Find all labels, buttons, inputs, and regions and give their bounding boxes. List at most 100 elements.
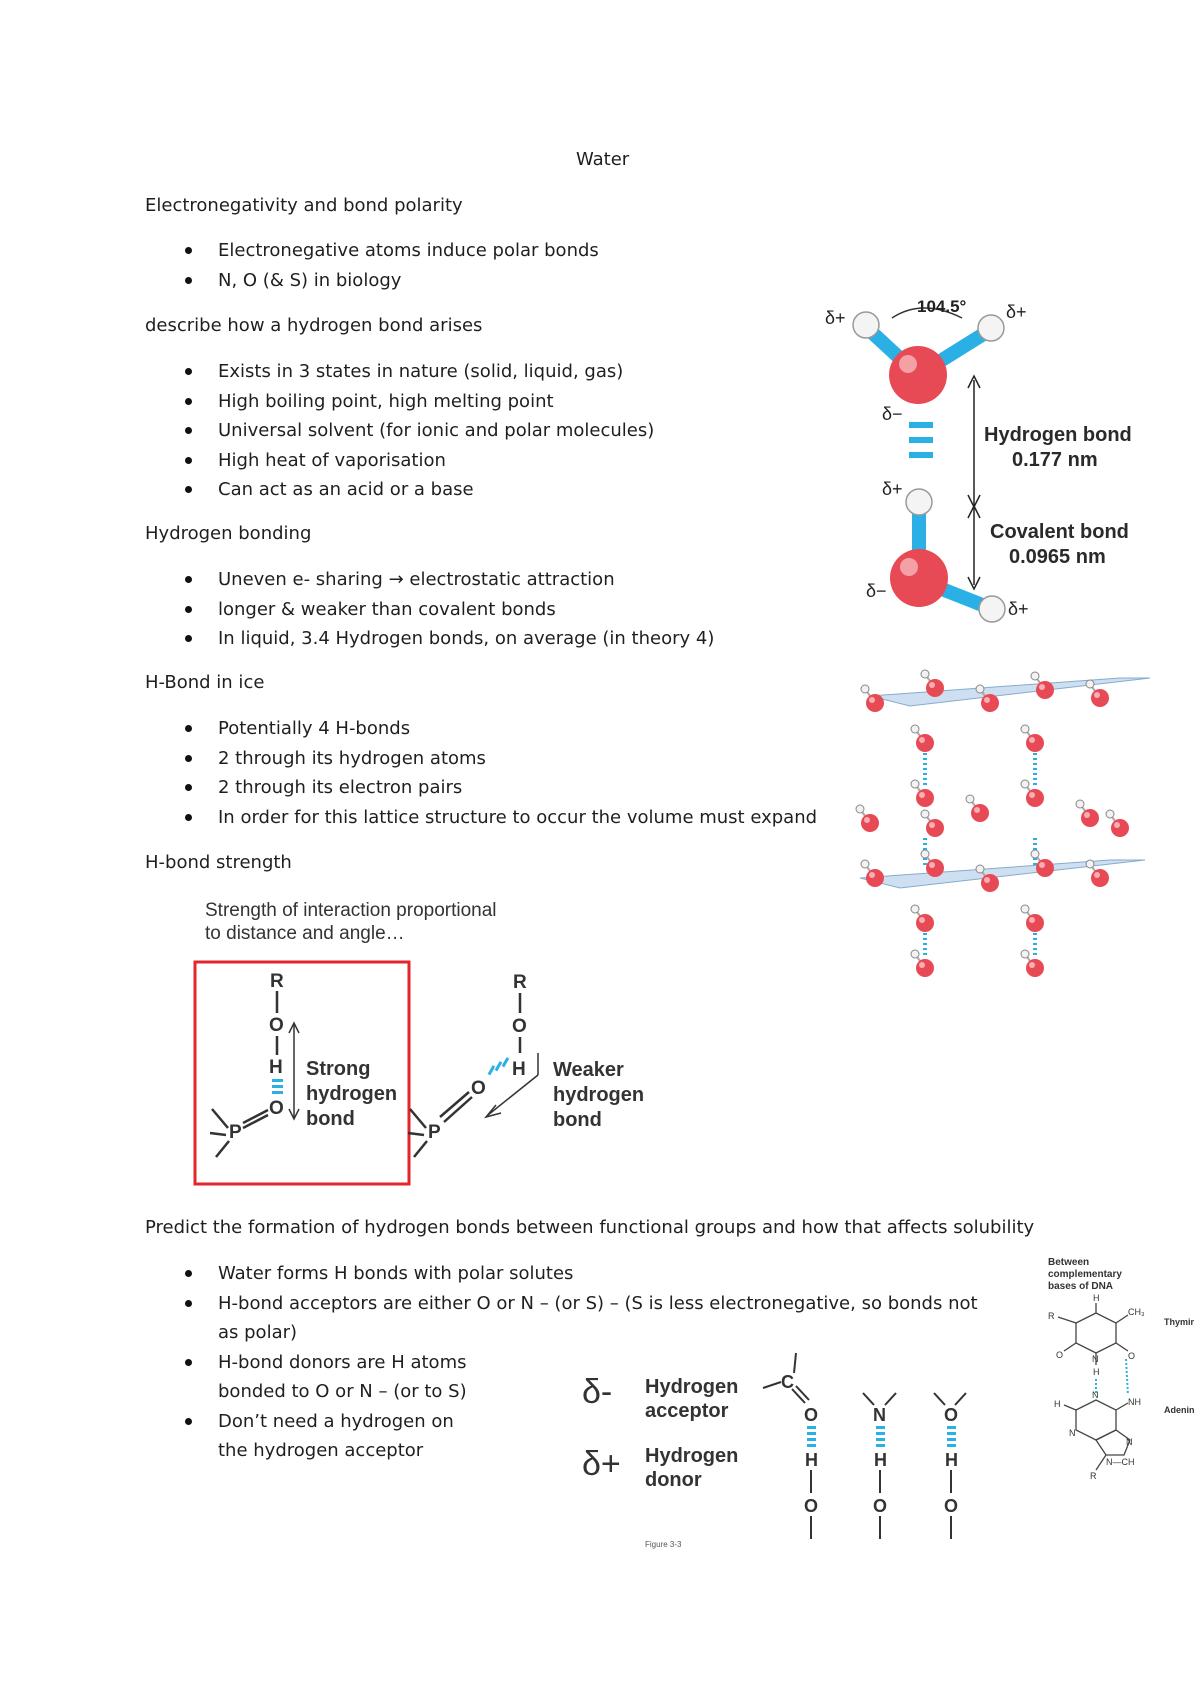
hydrogen-atom — [1020, 724, 1030, 734]
hydrogen-bond-dash — [909, 437, 933, 443]
hydrogen-atom — [975, 684, 985, 694]
oxygen-highlight — [919, 737, 925, 743]
covalent-label: Covalent bond — [990, 521, 1129, 543]
atom-label: H — [512, 1059, 526, 1080]
figure-number-label: Figure 3-3 — [645, 1540, 682, 1549]
hydrogen-atom — [920, 809, 930, 819]
list-item: H-bond donors are H atoms bonded to O or… — [145, 1348, 488, 1407]
page-title: Water — [576, 149, 630, 170]
list-item: High boiling point, high melting point — [145, 387, 654, 417]
atom-label: C — [781, 1372, 794, 1392]
section-heading-electronegativity: Electronegativity and bond polarity — [145, 195, 463, 216]
oxygen-highlight — [869, 872, 875, 878]
dna-caption: Between — [1048, 1257, 1089, 1268]
covalent-length: 0.0965 nm — [1009, 546, 1106, 568]
bullet-list-electronegativity: Electronegative atoms induce polar bonds… — [145, 236, 599, 295]
section-heading-hydrogen-bonding: Hydrogen bonding — [145, 523, 312, 544]
bullet-list-water-properties: Exists in 3 states in nature (solid, liq… — [145, 357, 654, 505]
atom-label: O — [873, 1496, 887, 1516]
hydrogen-atom — [860, 859, 870, 869]
delta-plus-label: δ+ — [1008, 599, 1029, 619]
list-item: N, O (& S) in biology — [145, 266, 599, 296]
atom-label: CH₃ — [1128, 1307, 1145, 1317]
atom-label: O — [804, 1496, 818, 1516]
atom-label: H — [1093, 1367, 1100, 1377]
oxygen-highlight — [864, 817, 870, 823]
hydrogen-bond-dash — [909, 422, 933, 428]
hydrogen-atom — [852, 311, 880, 339]
atom-label: N — [1069, 1428, 1076, 1438]
oxygen-highlight — [919, 917, 925, 923]
oxygen-atom — [981, 694, 999, 712]
oxygen-highlight — [929, 682, 935, 688]
angle-arc — [891, 307, 963, 319]
oxygen-atom — [1111, 819, 1129, 837]
list-item: Universal solvent (for ionic and polar m… — [145, 416, 654, 446]
list-item: Potentially 4 H-bonds — [145, 714, 817, 744]
strong-label: bond — [306, 1108, 355, 1130]
oxygen-atom — [889, 346, 947, 404]
oxygen-highlight — [984, 697, 990, 703]
oxygen-atom — [1036, 681, 1054, 699]
hydrogen-atom — [910, 779, 920, 789]
atom-label: H — [945, 1450, 958, 1470]
hydrogen-bond-dash — [1125, 1358, 1129, 1396]
oxygen-atom — [1026, 914, 1044, 932]
oxygen-highlight — [1029, 917, 1035, 923]
hydrogen-atom — [920, 849, 930, 859]
bullet-list-solubility: Water forms H bonds with polar solutes H… — [145, 1259, 998, 1466]
oxygen-atom — [1081, 809, 1099, 827]
atom-label: H — [1093, 1293, 1100, 1303]
oxygen-atom — [916, 789, 934, 807]
hydrogen-atom — [977, 314, 1005, 342]
oxygen-highlight — [974, 807, 980, 813]
atom-label: O — [944, 1405, 958, 1425]
bullet-list-hydrogen-bonding: Uneven e- sharing → electrostatic attrac… — [145, 565, 714, 654]
oxygen-highlight — [1029, 792, 1035, 798]
hydrogen-atom — [1030, 849, 1040, 859]
list-item: 2 through its electron pairs — [145, 773, 817, 803]
hydrogen-atom — [975, 864, 985, 874]
section-heading-hydrogen-bond-arises: describe how a hydrogen bond arises — [145, 315, 483, 336]
oxygen-highlight — [1039, 862, 1045, 868]
atom-label: O — [944, 1496, 958, 1516]
atom-label: O — [471, 1078, 486, 1099]
atom-label: O — [269, 1098, 284, 1119]
oxygen-highlight — [1029, 737, 1035, 743]
oxygen-atom — [971, 804, 989, 822]
oxygen-highlight — [1039, 684, 1045, 690]
oxygen-highlight — [1114, 822, 1120, 828]
list-item: High heat of vaporisation — [145, 446, 654, 476]
atom-label: H — [269, 1057, 283, 1078]
hydrogen-atom — [855, 804, 865, 814]
hydrogen-atom — [1075, 799, 1085, 809]
atom-label: P — [229, 1122, 242, 1143]
atom-label: O — [269, 1015, 284, 1036]
hbond-dashes — [807, 1426, 816, 1447]
delta-plus-label: δ+ — [1006, 302, 1027, 322]
atom-label: N — [1126, 1437, 1133, 1447]
oxygen-highlight — [1029, 962, 1035, 968]
list-item: Don’t need a hydrogen on the hydrogen ac… — [145, 1407, 488, 1466]
oxygen-highlight — [929, 862, 935, 868]
delta-plus-symbol: δ+ — [582, 1445, 621, 1483]
adenine-label: Adenine — [1164, 1405, 1194, 1415]
hydrogen-atom — [910, 904, 920, 914]
hydrogen-atom — [910, 724, 920, 734]
atom-label: H — [805, 1450, 818, 1470]
list-item: longer & weaker than covalent bonds — [145, 595, 714, 625]
hbond-dashes — [947, 1426, 956, 1447]
atom-label: NH — [1128, 1397, 1141, 1407]
section-heading-hbond-strength: H-bond strength — [145, 852, 292, 873]
list-item: 2 through its hydrogen atoms — [145, 744, 817, 774]
acceptor-label: Hydrogen — [645, 1376, 738, 1398]
strength-caption-line1: Strength of interaction proportional — [205, 900, 497, 921]
delta-plus-label: δ+ — [882, 479, 903, 499]
thymine-ring — [1057, 1303, 1129, 1365]
oxygen-atom — [866, 694, 884, 712]
oxygen-atom — [1026, 959, 1044, 977]
list-item: Can act as an acid or a base — [145, 475, 654, 505]
donor-acceptor-figure: δ- δ+ Hydrogen acceptor Hydrogen donor C… — [582, 1352, 967, 1549]
delta-minus-label: δ− — [866, 581, 887, 601]
weak-label: hydrogen — [553, 1084, 644, 1106]
